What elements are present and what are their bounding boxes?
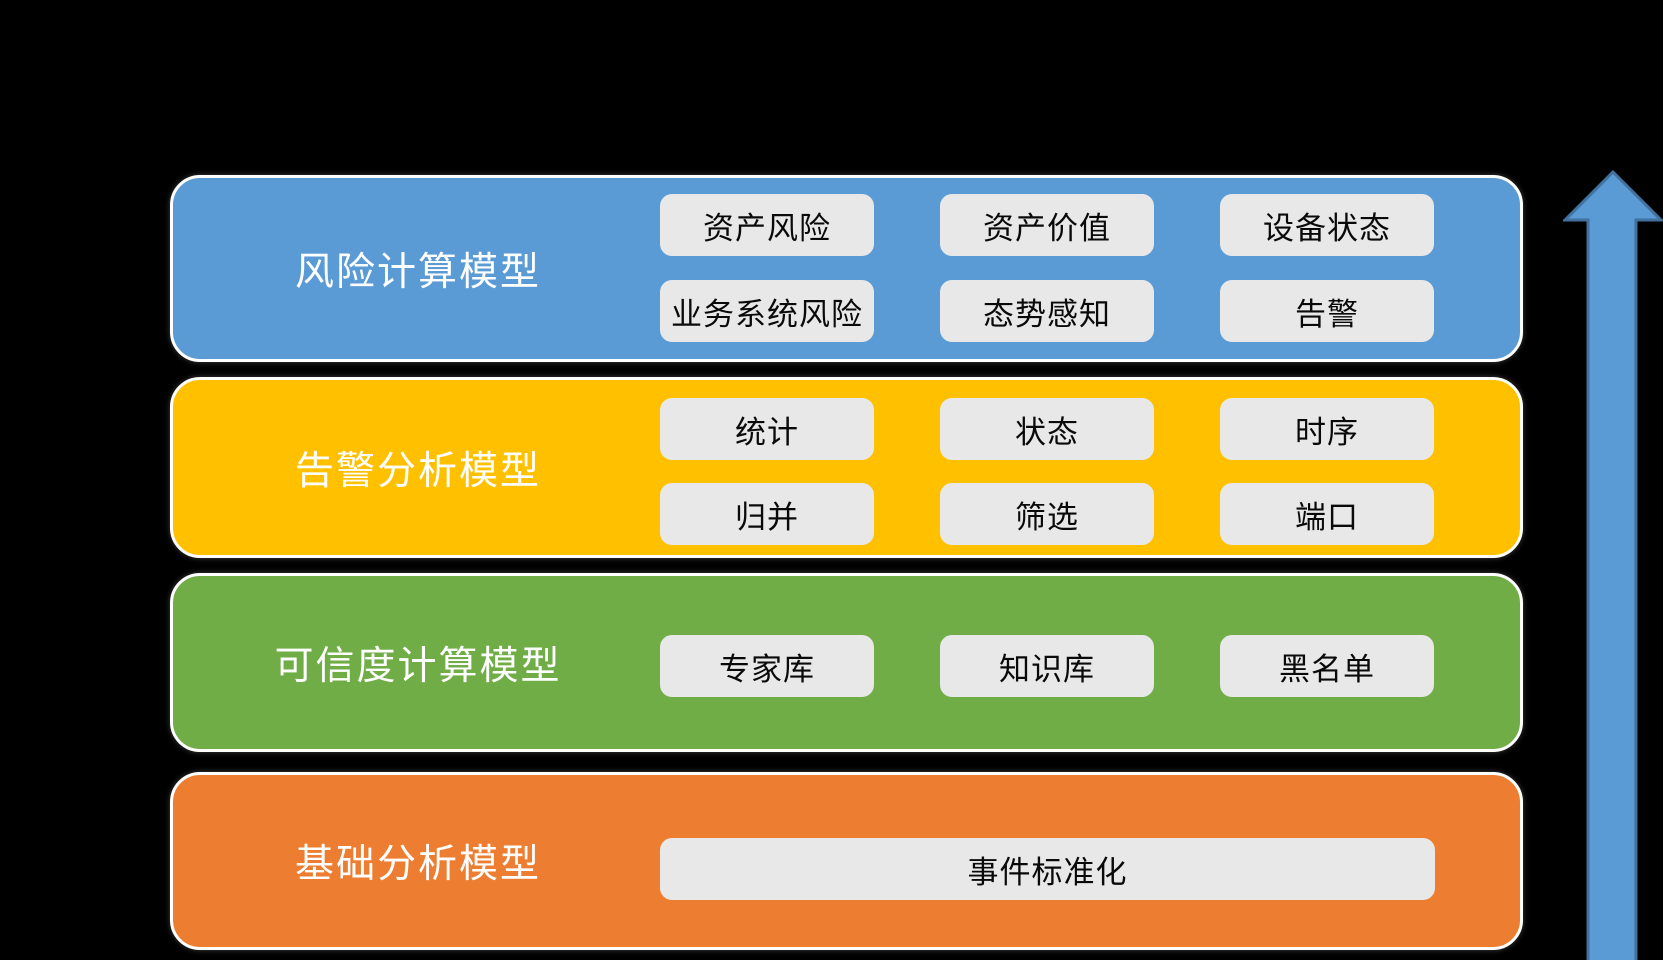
band-credibility-calculation-model: 可信度计算模型 专家库 知识库 黑名单	[170, 573, 1523, 752]
chip-device-status: 设备状态	[1220, 194, 1434, 256]
chip-statistics: 统计	[660, 398, 874, 460]
chip-merge: 归并	[660, 483, 874, 545]
band-alert-analysis-model: 告警分析模型 统计 状态 时序 归并 筛选 端口	[170, 377, 1523, 558]
chip-alert: 告警	[1220, 280, 1434, 342]
up-arrow-shape	[1561, 169, 1663, 960]
chip-asset-risk: 资产风险	[660, 194, 874, 256]
chip-business-system-risk: 业务系统风险	[660, 280, 874, 342]
chip-event-standardization: 事件标准化	[660, 838, 1435, 900]
chip-situation-awareness: 态势感知	[940, 280, 1154, 342]
chip-port: 端口	[1220, 483, 1434, 545]
band-risk-calculation-model-label: 风险计算模型	[294, 249, 541, 295]
chip-blacklist: 黑名单	[1220, 635, 1434, 697]
up-arrow-icon	[1561, 168, 1663, 960]
chip-asset-value: 资产价值	[940, 194, 1154, 256]
chip-knowledge-base: 知识库	[940, 635, 1154, 697]
band-credibility-calculation-model-label: 可信度计算模型	[274, 643, 562, 689]
chip-expert-base: 专家库	[660, 635, 874, 697]
band-basic-analysis-model: 基础分析模型 事件标准化	[170, 772, 1523, 950]
band-basic-analysis-model-label: 基础分析模型	[294, 842, 541, 887]
band-alert-analysis-model-label: 告警分析模型	[294, 448, 541, 494]
chip-status: 状态	[940, 398, 1154, 460]
chip-time-sequence: 时序	[1220, 398, 1434, 460]
chip-filter: 筛选	[940, 483, 1154, 545]
band-risk-calculation-model: 风险计算模型 资产风险 资产价值 设备状态 业务系统风险 态势感知 告警	[170, 175, 1523, 362]
